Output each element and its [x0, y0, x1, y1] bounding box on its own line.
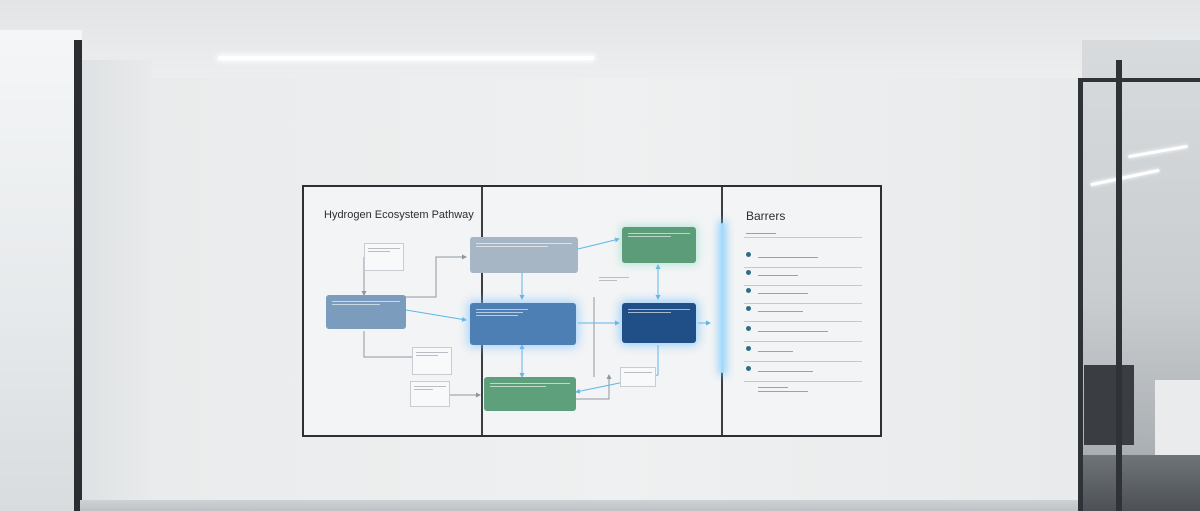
- left-window: [0, 30, 82, 511]
- diagram-note: [364, 243, 404, 271]
- barrier-item: [744, 249, 862, 269]
- barrier-item: [744, 343, 862, 363]
- right-glass-frame: [1116, 60, 1122, 511]
- diagram-note: [596, 273, 632, 295]
- left-window-frame: [74, 40, 82, 511]
- floor-strip: [80, 500, 1090, 511]
- flow-node: [622, 227, 696, 263]
- barrier-item: [744, 323, 862, 343]
- ceiling-light: [218, 56, 594, 60]
- flow-node: [484, 377, 576, 411]
- diagram-board: Hydrogen Ecosystem Pathway Barrers: [302, 185, 882, 437]
- flow-node: [326, 295, 406, 329]
- barrier-item: [744, 303, 862, 323]
- right-glass-frame: [1078, 78, 1083, 511]
- board-title: Hydrogen Ecosystem Pathway: [324, 209, 474, 221]
- barrier-item: [744, 363, 862, 383]
- flow-node: [622, 303, 696, 343]
- barrier-item: [744, 285, 862, 305]
- right-glass-frame: [1080, 78, 1200, 82]
- right-furniture: [1084, 365, 1134, 445]
- flow-node-hub: [470, 303, 576, 345]
- barrier-item: [744, 225, 862, 245]
- left-pillar: [82, 60, 152, 511]
- diagram-note: [620, 367, 656, 387]
- diagram-note: [410, 381, 450, 407]
- diagram-note: [412, 347, 452, 375]
- flow-node: [470, 237, 578, 273]
- right-floor: [1082, 455, 1200, 511]
- glow-divider: [721, 223, 724, 373]
- barrier-item: [744, 267, 862, 287]
- barrier-item: [744, 383, 862, 403]
- barriers-title: Barrers: [746, 209, 786, 223]
- ceiling: [0, 0, 1200, 80]
